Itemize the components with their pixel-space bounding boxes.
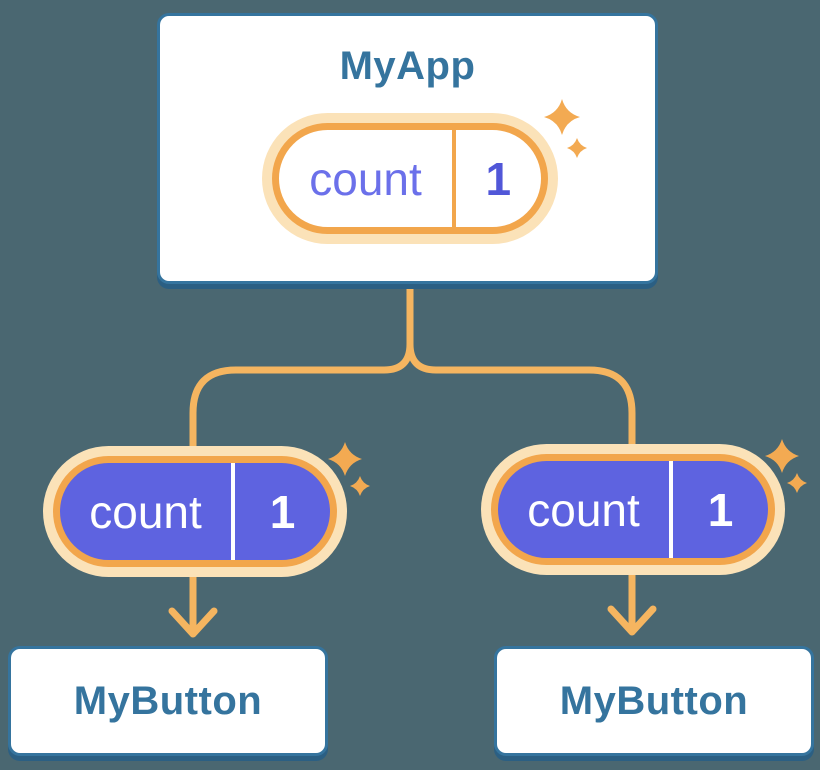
pill-divider: [231, 463, 235, 560]
connector-trunk-right: [406, 278, 636, 466]
state-pill-root: count 1: [272, 123, 548, 234]
state-value: 1: [707, 483, 734, 536]
state-pill-child-right: count 1: [491, 454, 775, 565]
state-pill-child-left: count 1: [53, 456, 337, 567]
state-label: count: [89, 485, 202, 538]
state-value: 1: [485, 152, 512, 205]
pill-divider: [452, 130, 456, 227]
arrow-head-left-icon: [168, 607, 218, 638]
sparkle-icon: [787, 473, 807, 493]
arrow-head-right-icon: [607, 605, 657, 636]
component-title-mybutton-left: MyButton: [73, 678, 263, 723]
connector-trunk-left: [189, 278, 414, 466]
state-value: 1: [269, 485, 296, 538]
pill-divider: [669, 461, 673, 558]
component-title-myapp: MyApp: [339, 44, 476, 88]
component-card-mybutton-left: MyButton: [8, 646, 328, 756]
component-card-mybutton-right: MyButton: [494, 646, 814, 756]
sparkle-icon: [328, 442, 362, 476]
state-label: count: [309, 152, 422, 205]
sparkle-icon: [350, 476, 370, 496]
state-label: count: [527, 483, 640, 536]
sparkle-icon: [765, 439, 799, 473]
component-title-mybutton-right: MyButton: [559, 678, 749, 723]
